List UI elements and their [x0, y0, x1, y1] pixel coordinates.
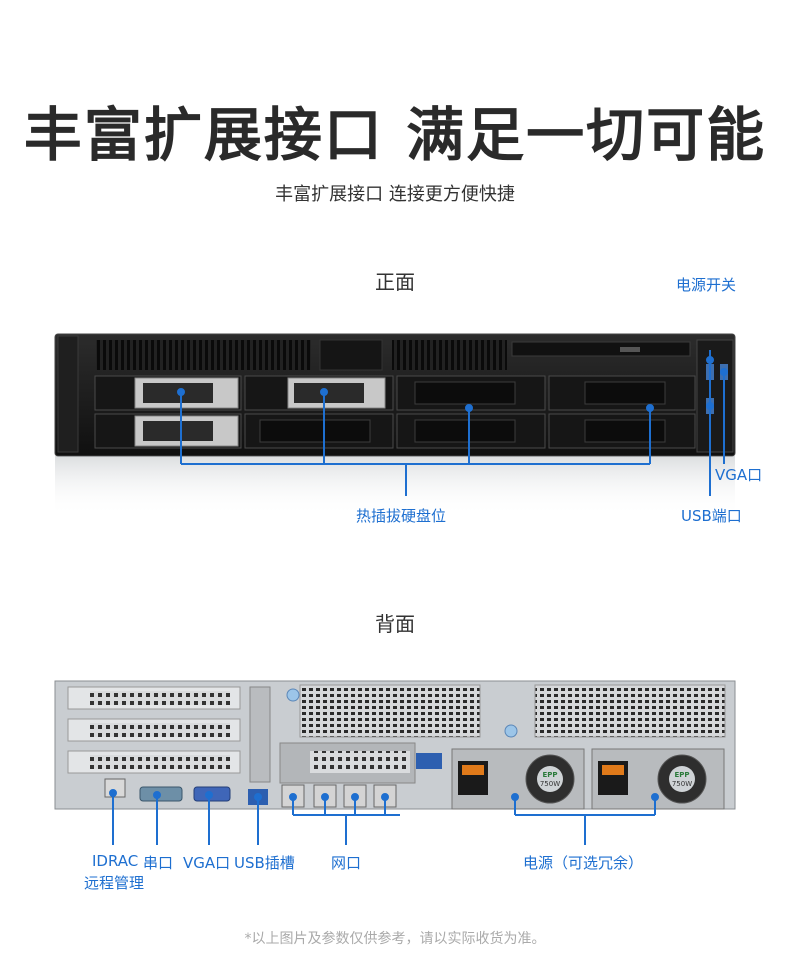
label-front-usb: USB端口 — [681, 507, 742, 525]
label-serial: 串口 — [143, 854, 174, 872]
label-power-supply: 电源（可选冗余） — [523, 854, 644, 872]
page-subtitle: 丰富扩展接口 连接更方便快捷 — [275, 184, 515, 205]
label-hot-swap-bays: 热插拔硬盘位 — [356, 507, 447, 525]
svg-text:EPP: EPP — [674, 771, 689, 779]
label-idrac-remote: 远程管理 — [84, 874, 145, 892]
page-title: 丰富扩展接口 满足一切可能 — [23, 101, 767, 169]
label-usb-slot: USB插槽 — [234, 854, 295, 872]
label-network: 网口 — [331, 854, 362, 872]
label-power-switch: 电源开关 — [676, 276, 737, 294]
label-front-vga: VGA口 — [715, 466, 763, 484]
front-server-image — [54, 333, 736, 516]
psu1-wattage: 750W — [540, 780, 560, 788]
label-idrac: IDRAC — [92, 852, 139, 870]
svg-text:EPP: EPP — [542, 771, 557, 779]
front-section-label: 正面 — [375, 270, 415, 294]
footnote: *以上图片及参数仅供参考，请以实际收货为准。 — [244, 931, 546, 947]
psu2-wattage: 750W — [672, 780, 692, 788]
label-rear-vga: VGA口 — [183, 854, 231, 872]
rear-server-image: EPP 750W EPP 750W — [54, 680, 736, 845]
rear-section-label: 背面 — [375, 612, 415, 636]
